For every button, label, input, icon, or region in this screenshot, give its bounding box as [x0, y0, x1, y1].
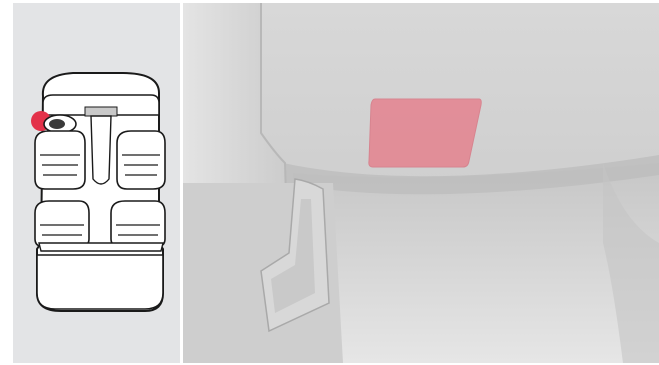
- rear-left-seat: [35, 201, 89, 247]
- glovebox-inner: [49, 119, 65, 129]
- interior-closeup-panel: [183, 3, 659, 363]
- center-console: [91, 116, 111, 184]
- front-left-seat: [35, 131, 85, 189]
- car-top-view-diagram: [13, 3, 180, 363]
- front-right-seat: [117, 131, 165, 189]
- rear-right-seat: [111, 201, 165, 247]
- car-layout-panel: [13, 3, 180, 363]
- interior-closeup-illustration: [183, 3, 659, 363]
- rear-seat-base: [39, 243, 163, 251]
- center-console-top: [85, 107, 117, 116]
- trunk-area: [37, 255, 163, 309]
- highlighted-access-panel: [369, 99, 481, 167]
